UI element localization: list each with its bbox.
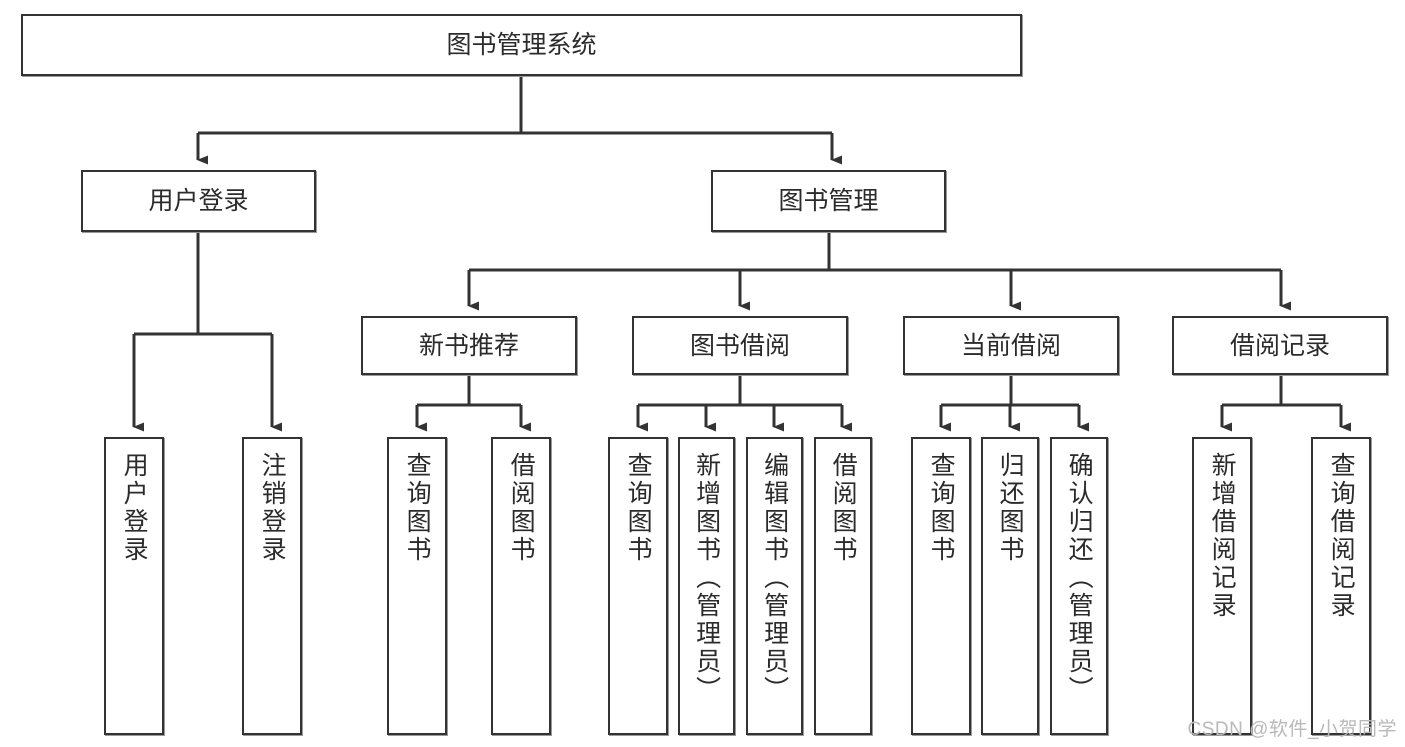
node-new-book-recommend[interactable]: 新书推荐 — [361, 316, 577, 375]
node-current-borrow-label: 当前借阅 — [960, 331, 1061, 360]
node-leaf-borrow-book-1-label: 借阅图书 — [507, 452, 536, 564]
node-leaf-return-book-label: 归还图书 — [996, 452, 1025, 564]
book-management-to-level2-edges — [467, 232, 1291, 311]
node-leaf-query-book-1[interactable]: 查询图书 — [387, 437, 447, 735]
node-book-management-label: 图书管理 — [778, 187, 879, 215]
node-leaf-confirm-return[interactable]: 确认归还（管理员） — [1050, 437, 1108, 735]
node-leaf-borrow-book-1[interactable]: 借阅图书 — [491, 437, 551, 735]
node-leaf-borrow-book-2[interactable]: 借阅图书 — [814, 437, 872, 735]
node-borrow-record[interactable]: 借阅记录 — [1172, 316, 1388, 375]
node-leaf-query-book-1-label: 查询图书 — [403, 452, 432, 564]
node-leaf-add-record[interactable]: 新增借阅记录 — [1192, 437, 1252, 735]
node-leaf-query-book-2[interactable]: 查询图书 — [608, 437, 668, 735]
watermark: CSDN @软件_小贺同学 — [1187, 719, 1397, 740]
node-book-borrow[interactable]: 图书借阅 — [632, 316, 848, 375]
node-leaf-add-record-label: 新增借阅记录 — [1208, 452, 1237, 620]
node-leaf-query-record-label: 查询借阅记录 — [1327, 452, 1356, 620]
node-leaf-logout-login-label: 注销登录 — [258, 452, 287, 564]
node-root-label: 图书管理系统 — [446, 31, 597, 59]
user-login-to-leaves-edges — [132, 232, 282, 432]
root-to-level1-edges — [196, 76, 842, 165]
node-user-login-label: 用户登录 — [148, 187, 249, 215]
node-leaf-query-record[interactable]: 查询借阅记录 — [1311, 437, 1371, 735]
node-user-login[interactable]: 用户登录 — [81, 170, 316, 232]
node-leaf-user-login[interactable]: 用户登录 — [104, 437, 164, 735]
node-leaf-confirm-return-label: 确认归还（管理员） — [1065, 452, 1094, 704]
borrow-record-to-leaves-edges — [1220, 375, 1351, 432]
node-book-management[interactable]: 图书管理 — [711, 170, 946, 232]
node-leaf-edit-book[interactable]: 编辑图书（管理员） — [746, 437, 803, 735]
node-borrow-record-label: 借阅记录 — [1229, 331, 1330, 360]
new-book-recommend-to-leaves-edges — [415, 375, 531, 432]
node-leaf-query-book-3-label: 查询图书 — [927, 452, 956, 564]
node-root[interactable]: 图书管理系统 — [21, 14, 1022, 76]
current-borrow-to-leaves-edges — [939, 375, 1089, 432]
node-leaf-return-book[interactable]: 归还图书 — [981, 437, 1039, 735]
node-leaf-user-login-label: 用户登录 — [120, 452, 149, 564]
node-leaf-add-book-label: 新增图书（管理员） — [692, 452, 721, 704]
node-leaf-edit-book-label: 编辑图书（管理员） — [760, 452, 789, 704]
node-leaf-query-book-2-label: 查询图书 — [624, 452, 653, 564]
node-new-book-recommend-label: 新书推荐 — [418, 331, 519, 360]
node-book-borrow-label: 图书借阅 — [689, 331, 790, 360]
node-current-borrow[interactable]: 当前借阅 — [903, 316, 1119, 375]
node-leaf-logout-login[interactable]: 注销登录 — [242, 437, 302, 735]
node-leaf-borrow-book-2-label: 借阅图书 — [829, 452, 858, 564]
node-leaf-add-book[interactable]: 新增图书（管理员） — [678, 437, 735, 735]
node-leaf-query-book-3[interactable]: 查询图书 — [911, 437, 971, 735]
book-borrow-to-leaves-edges — [636, 375, 852, 432]
